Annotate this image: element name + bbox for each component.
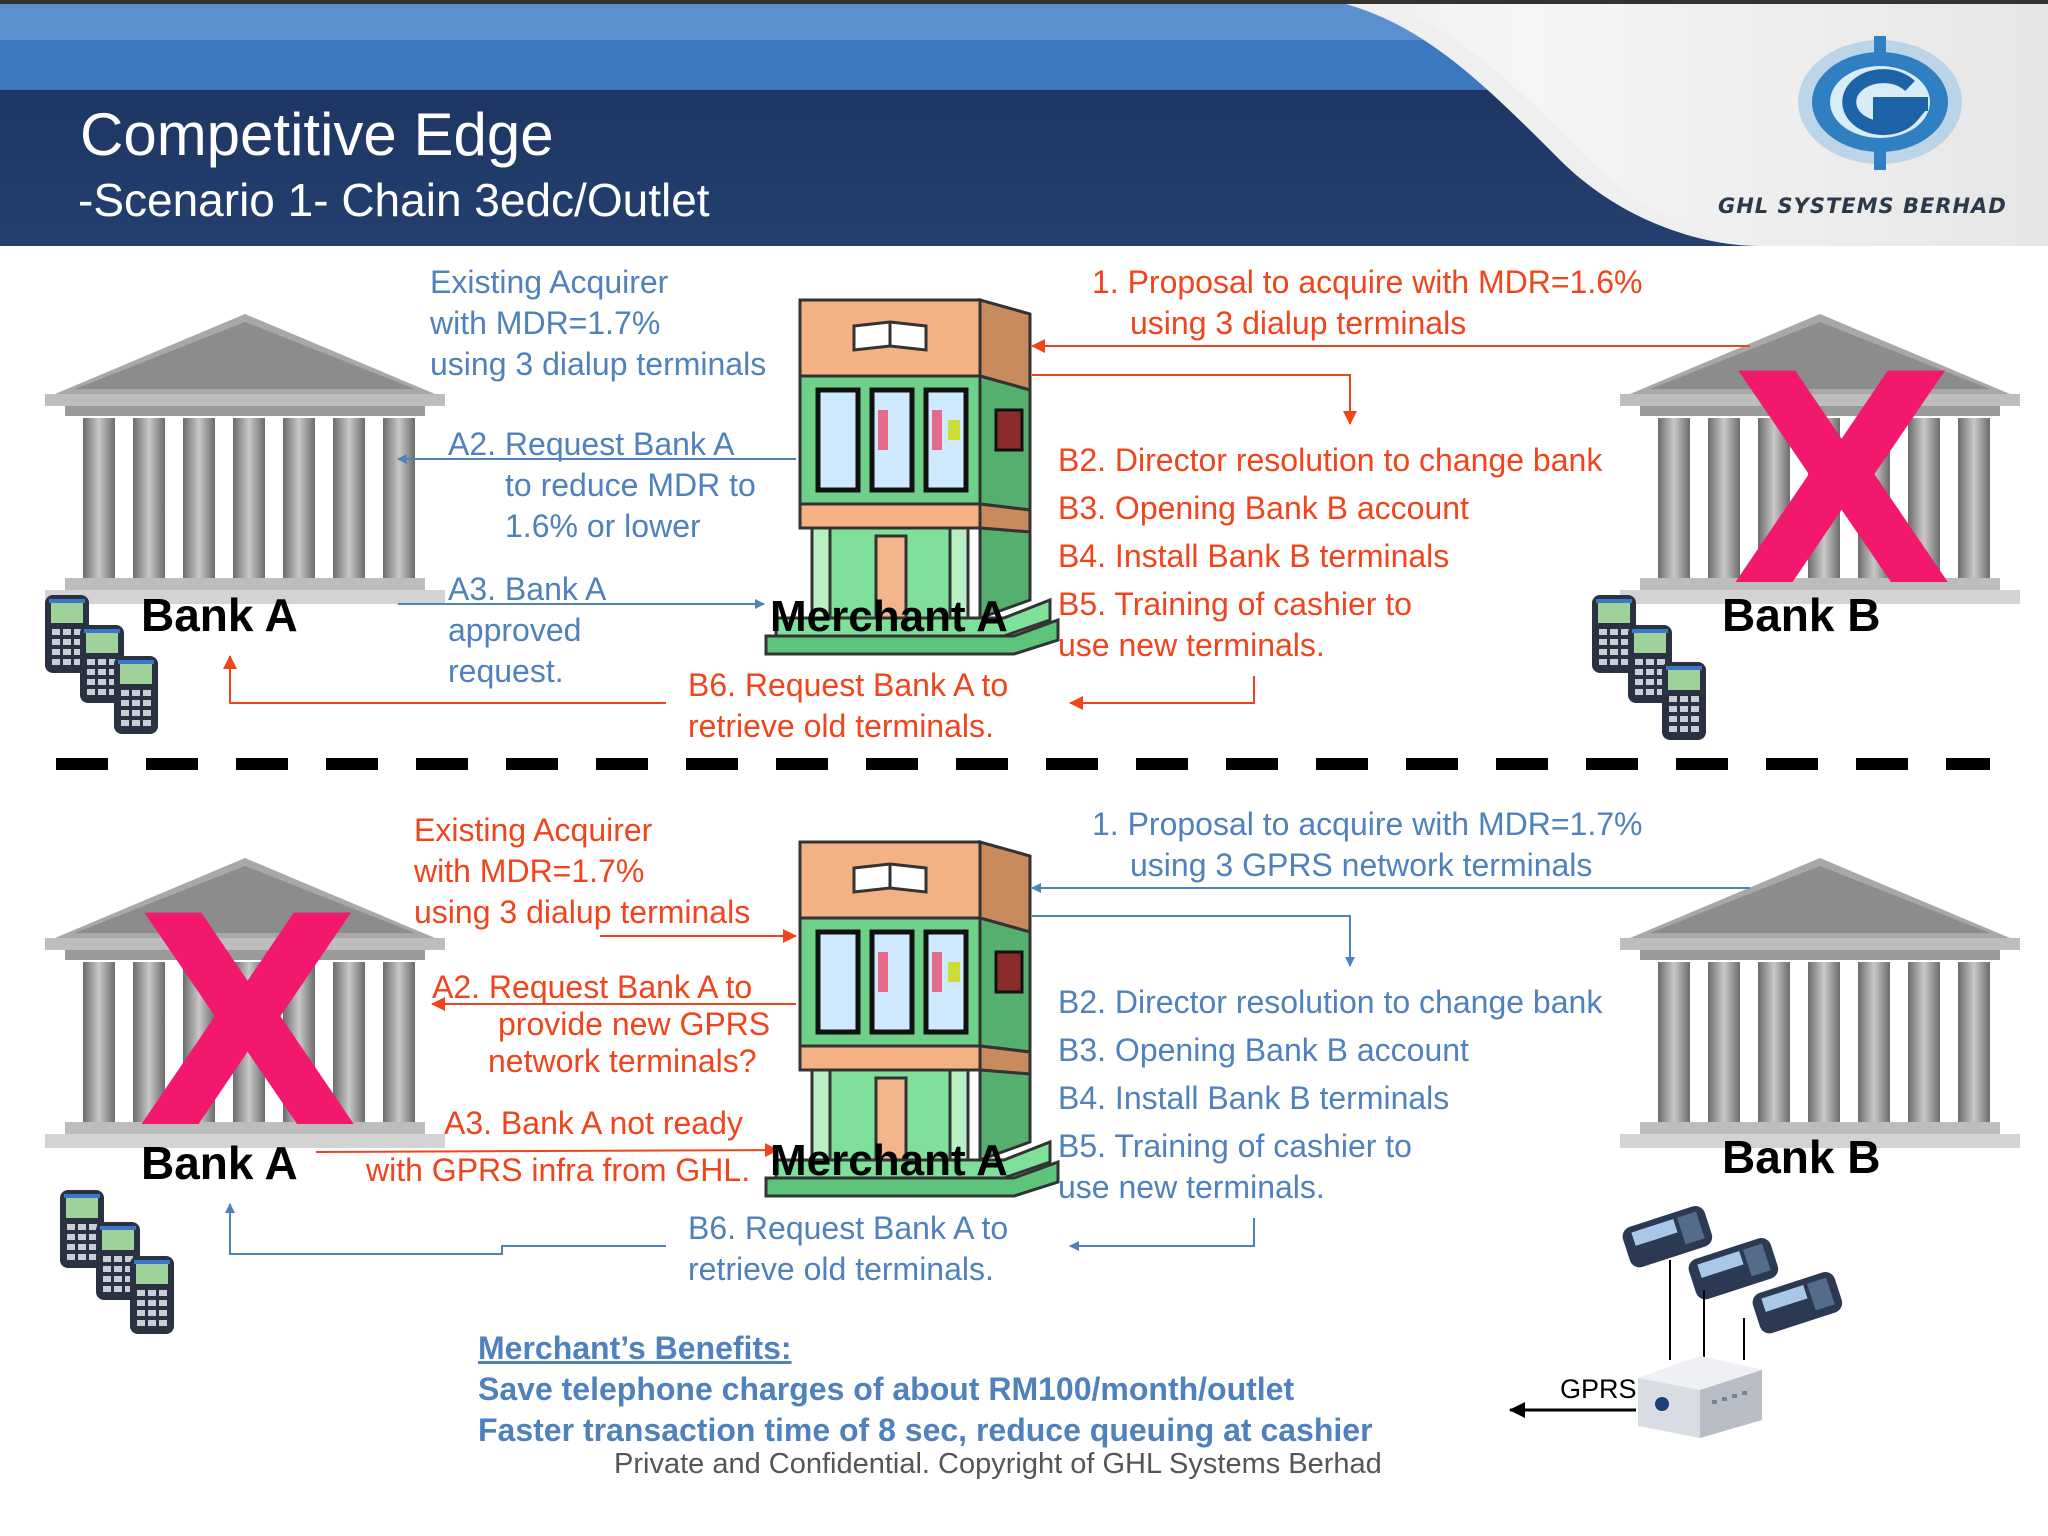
top-a2-line2: to reduce MDR to <box>505 467 756 503</box>
bottom-b4: B4. Install Bank B terminals <box>1058 1080 1450 1116</box>
bank-a-building-top <box>45 314 445 604</box>
top-merchant-a-label: Merchant A <box>770 592 1008 641</box>
top-a3-line2: approved <box>448 612 582 648</box>
gprs-modem-icon <box>1638 1356 1762 1438</box>
terminals-icon-top-right <box>1592 595 1706 740</box>
bottom-bank-a-label: Bank A <box>141 1137 298 1189</box>
top-a2-line3: 1.6% or lower <box>505 508 701 544</box>
bottom-b6-line2: retrieve old terminals. <box>688 1251 994 1287</box>
top-a3-line3: request. <box>448 653 564 689</box>
bottom-existing-line1: Existing Acquirer <box>414 812 653 848</box>
bottom-a2-line1: A2. Request Bank A to <box>432 969 753 1005</box>
bottom-proposal-line1: 1. Proposal to acquire with MDR=1.7% <box>1092 806 1643 842</box>
bottom-b6-line1: B6. Request Bank A to <box>688 1210 1009 1246</box>
top-existing-line2: with MDR=1.7% <box>430 305 661 341</box>
bottom-existing-line2: with MDR=1.7% <box>414 853 645 889</box>
bottom-a3-line1: A3. Bank A not ready <box>444 1105 743 1141</box>
gprs-terminals-icon <box>1622 1206 1843 1360</box>
benefit-line-1: Save telephone charges of about RM100/mo… <box>478 1371 1295 1407</box>
benefit-line-2: Faster transaction time of 8 sec, reduce… <box>478 1412 1373 1448</box>
top-bank-b-x-mark: X <box>1730 314 1954 651</box>
bottom-a3-line2: with GPRS infra from GHL. <box>366 1152 751 1188</box>
top-b4: B4. Install Bank B terminals <box>1058 538 1450 574</box>
bottom-b5-line1: B5. Training of cashier to <box>1058 1128 1412 1164</box>
top-b6-line1: B6. Request Bank A to <box>688 667 1009 703</box>
footer-copyright: Private and Confidential. Copyright of G… <box>614 1448 1382 1480</box>
top-existing-line1: Existing Acquirer <box>430 264 669 300</box>
top-b5-line1: B5. Training of cashier to <box>1058 586 1412 622</box>
bank-b-building-bottom <box>1620 858 2020 1148</box>
bottom-b5-line2: use new terminals. <box>1058 1169 1325 1205</box>
terminals-icon-bottom-left <box>60 1190 174 1334</box>
bottom-b3: B3. Opening Bank B account <box>1058 1032 1469 1068</box>
top-bank-a-label: Bank A <box>141 589 298 641</box>
logo-text: GHL SYSTEMS BERHAD <box>1718 194 2007 218</box>
top-proposal-line1: 1. Proposal to acquire with MDR=1.6% <box>1092 264 1643 300</box>
benefits-heading: Merchant’s Benefits: <box>478 1330 792 1366</box>
page-subtitle: -Scenario 1- Chain 3edc/Outlet <box>78 174 710 226</box>
bottom-merchant-a-label: Merchant A <box>770 1136 1008 1185</box>
arrow-to-b-steps-bottom <box>1032 915 1355 967</box>
top-a2-line1: A2. Request Bank A <box>448 426 735 462</box>
top-b2: B2. Director resolution to change bank <box>1058 442 1603 478</box>
top-bank-b-label: Bank B <box>1722 589 1881 641</box>
bottom-a2-line3: network terminals? <box>488 1043 757 1079</box>
top-a3-line1: A3. Bank A <box>448 571 607 607</box>
top-proposal-line2: using 3 dialup terminals <box>1130 305 1467 341</box>
arrow-b5-to-b6-bottom <box>1069 1218 1255 1251</box>
bottom-bank-a-x-mark: X <box>136 856 360 1193</box>
gprs-label: GPRS <box>1560 1374 1637 1404</box>
arrow-b6-to-bank-a-bottom <box>225 1203 666 1255</box>
arrow-b6-to-bank-a-top <box>223 655 666 704</box>
bottom-proposal-line2: using 3 GPRS network terminals <box>1130 847 1593 883</box>
arrow-to-b-steps-top <box>1032 374 1357 425</box>
arrow-a3-bottom <box>315 1143 779 1158</box>
top-existing-line3: using 3 dialup terminals <box>430 346 767 382</box>
top-b3: B3. Opening Bank B account <box>1058 490 1469 526</box>
top-b6-line2: retrieve old terminals. <box>688 708 994 744</box>
bottom-a2-line2: provide new GPRS <box>498 1006 771 1042</box>
page-title: Competitive Edge <box>80 101 554 168</box>
bottom-b2: B2. Director resolution to change bank <box>1058 984 1603 1020</box>
top-b5-line2: use new terminals. <box>1058 627 1325 663</box>
bottom-bank-b-label: Bank B <box>1722 1131 1881 1183</box>
ghl-logo <box>1798 36 1962 170</box>
bottom-existing-line3: using 3 dialup terminals <box>414 894 751 930</box>
arrow-b5-to-b6-top <box>1069 676 1255 710</box>
